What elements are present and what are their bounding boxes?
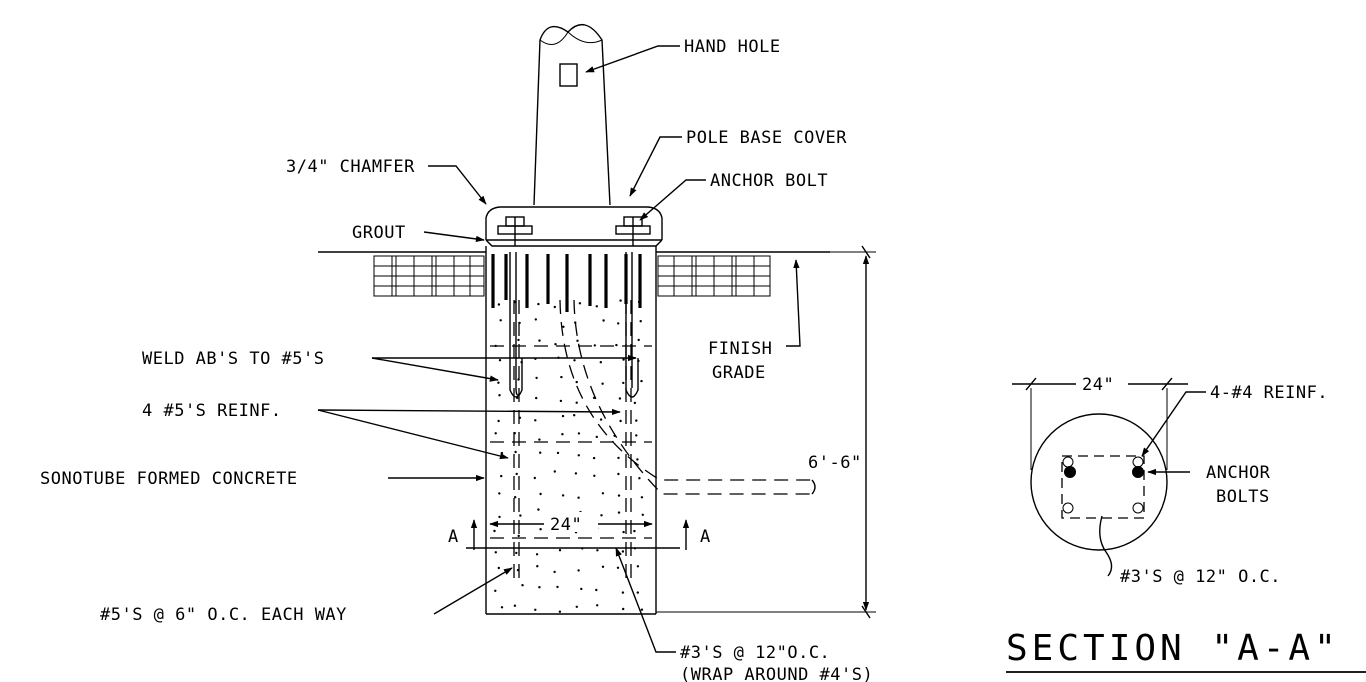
chamfer-label: 3/4" CHAMFER bbox=[286, 157, 415, 177]
section-a-a: 24" 4-#4 REINF. ANCHOR BOLTS #3'S @ 12" … bbox=[1006, 372, 1366, 673]
finish-grade bbox=[318, 251, 830, 297]
width-dimension: 24" A A bbox=[448, 512, 711, 550]
section-width-label: 24" bbox=[1082, 375, 1114, 395]
weld-label: WELD AB'S TO #5'S bbox=[142, 349, 325, 369]
finish-grade-label-line1: FINISH bbox=[708, 339, 772, 359]
light-pole bbox=[533, 23, 611, 206]
section-title: SECTION "A-A" bbox=[1006, 628, 1340, 669]
reinf-label: 4 #5'S REINF. bbox=[142, 401, 282, 421]
pole-base bbox=[485, 206, 663, 247]
section-reinf-label: 4-#4 REINF. bbox=[1210, 383, 1328, 403]
section-mark-left: A bbox=[448, 527, 459, 547]
width-label: 24" bbox=[550, 515, 582, 535]
section-circle bbox=[1030, 413, 1168, 551]
grout-label: GROUT bbox=[352, 223, 406, 243]
sonotube-concrete-column bbox=[485, 246, 816, 615]
finish-grade-label-line2: GRADE bbox=[712, 363, 766, 383]
ties-label-line1: #3'S @ 12"O.C. bbox=[680, 643, 830, 663]
ties-label-line2: (WRAP AROUND #4'S) bbox=[680, 665, 873, 682]
anchor-bolt-label: ANCHOR BOLT bbox=[710, 171, 828, 191]
leader-lines bbox=[317, 45, 801, 653]
depth-label: 6'-6" bbox=[808, 453, 862, 473]
anchor-bolt-dot-left bbox=[1064, 466, 1076, 478]
section-anchor-label-line1: ANCHOR bbox=[1206, 463, 1271, 483]
hand-hole bbox=[559, 63, 578, 87]
callout-labels: HAND HOLE POLE BASE COVER 3/4" CHAMFER A… bbox=[40, 37, 873, 682]
section-anchor-label-line2: BOLTS bbox=[1216, 487, 1270, 507]
section-ties-label: #3'S @ 12" O.C. bbox=[1120, 567, 1281, 587]
hand-hole-label: HAND HOLE bbox=[684, 37, 781, 57]
bottom-bars-label: #5'S @ 6" O.C. EACH WAY bbox=[100, 605, 347, 625]
section-mark-right: A bbox=[700, 527, 711, 547]
depth-dimension: 6'-6" bbox=[656, 245, 876, 619]
pole-base-cover-label: POLE BASE COVER bbox=[686, 128, 847, 148]
anchor-bolt-dot-right bbox=[1132, 466, 1144, 478]
sonotube-label: SONOTUBE FORMED CONCRETE bbox=[40, 469, 298, 489]
